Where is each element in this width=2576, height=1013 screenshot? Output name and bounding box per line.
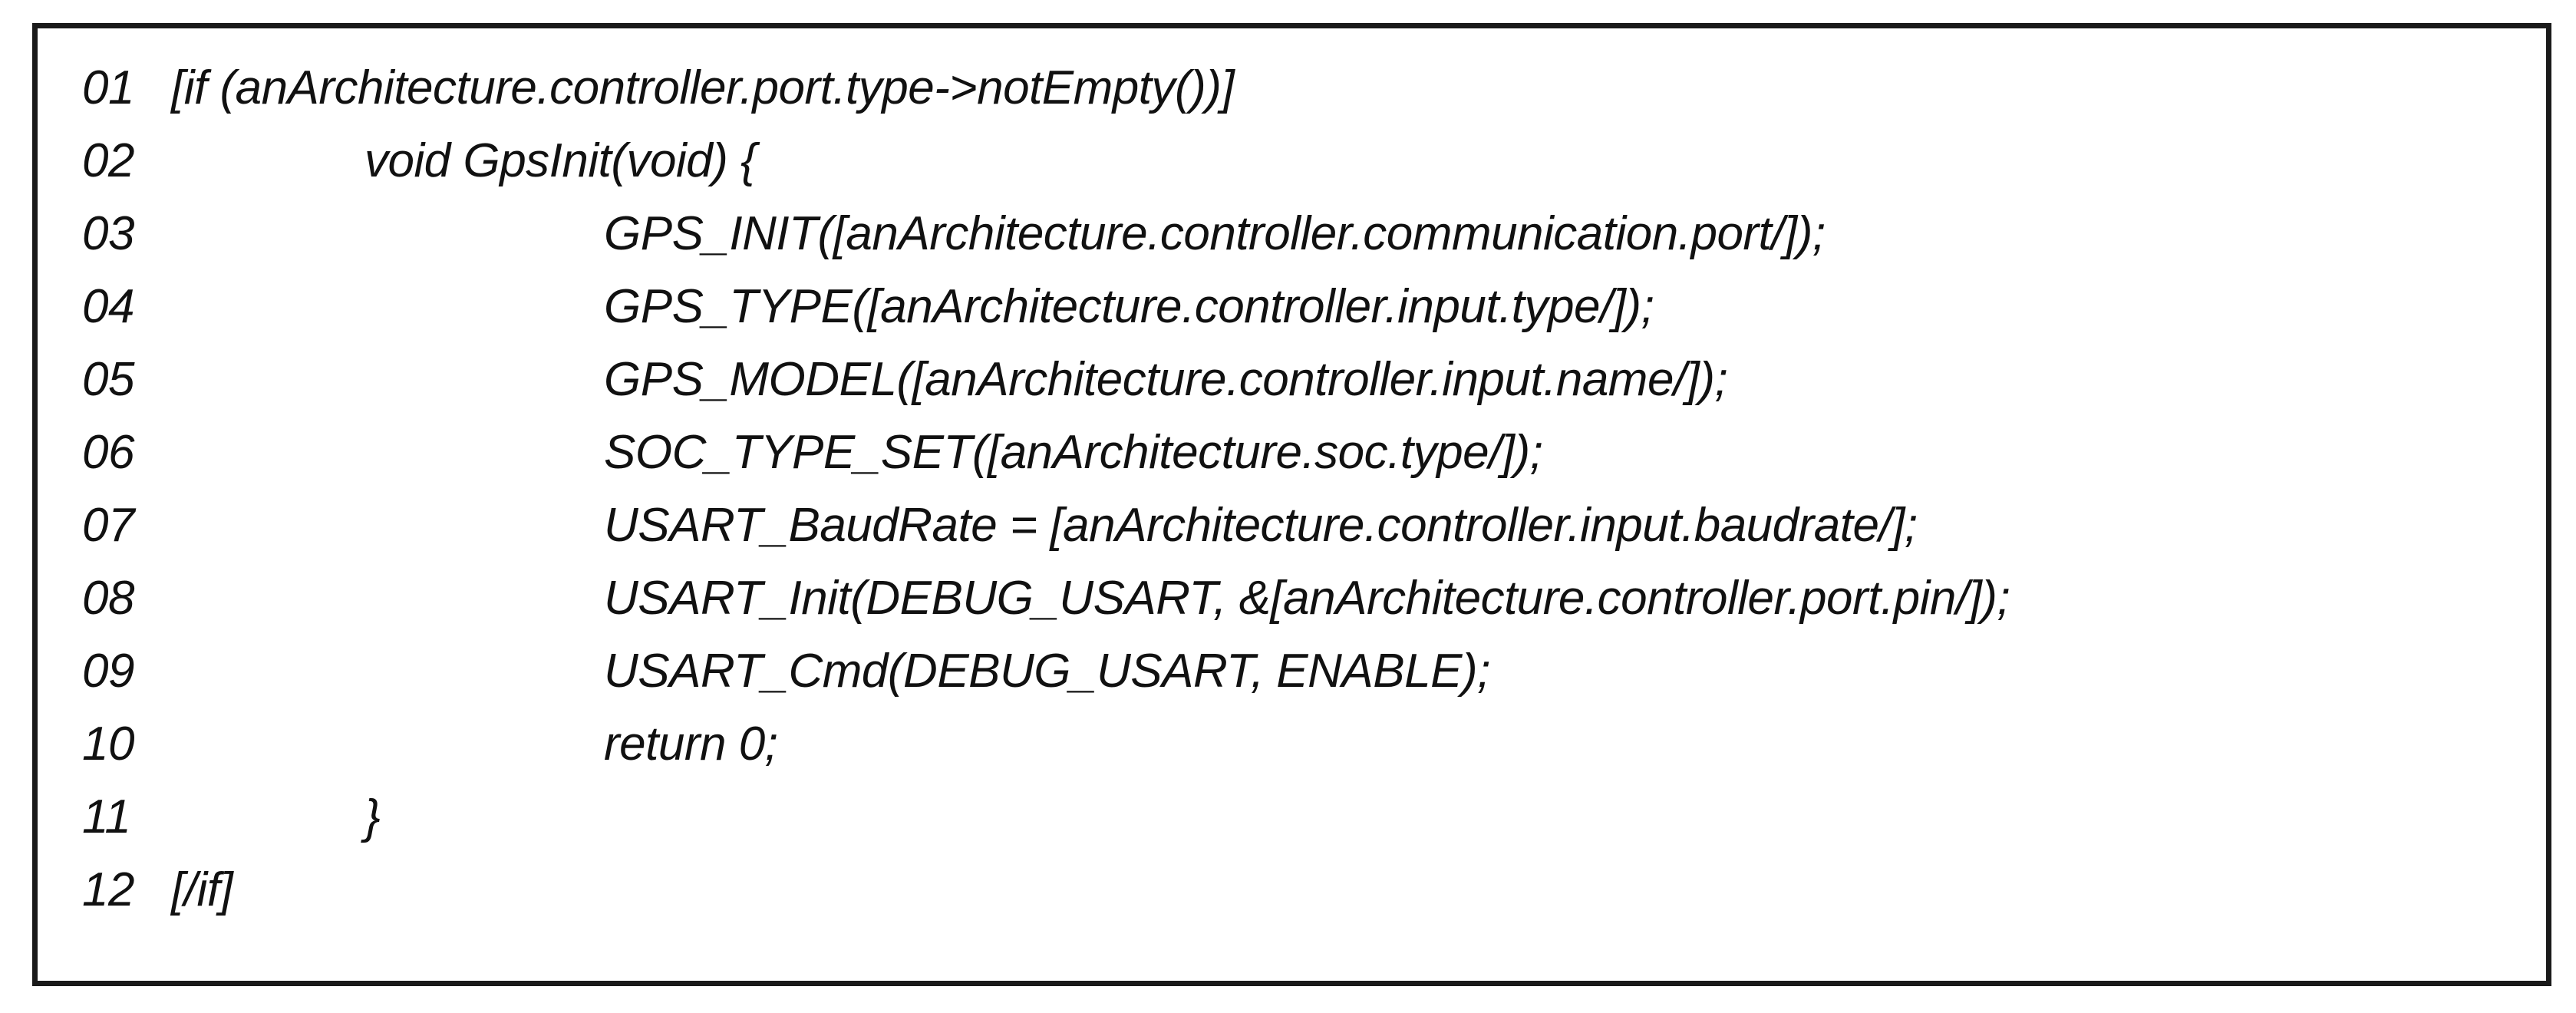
code-line: 01 [if (anArchitecture.controller.port.ty… — [82, 51, 2546, 124]
code-line-text: USART_Init(DEBUG_USART, &[anArchitecture… — [604, 572, 2010, 625]
code-line-number: 12 — [82, 863, 134, 916]
code-line: 03 GPS_INIT([anArchitecture.controller.co… — [82, 197, 2546, 270]
code-line-text: GPS_TYPE([anArchitecture.controller.inpu… — [604, 280, 1654, 333]
code-line-text: [/if] — [171, 863, 233, 916]
code-line-number: 09 — [82, 645, 134, 698]
code-line-number: 10 — [82, 718, 134, 770]
code-line: 02 void GpsInit(void) { — [82, 124, 2546, 197]
code-line-number: 04 — [82, 280, 134, 333]
code-line-number: 11 — [82, 790, 131, 843]
code-line: 05 GPS_MODEL([anArchitecture.controller.i… — [82, 343, 2546, 416]
code-line-number: 08 — [82, 572, 134, 625]
code-listing-body: 01 [if (anArchitecture.controller.port.ty… — [38, 28, 2546, 926]
code-line: 10 return 0; — [82, 708, 2546, 780]
code-line: 07 USART_BaudRate = [anArchitecture.contr… — [82, 489, 2546, 562]
code-line-number: 01 — [82, 61, 134, 114]
code-line: 06 SOC_TYPE_SET([anArchitecture.soc.type/… — [82, 416, 2546, 489]
code-line-number: 02 — [82, 134, 134, 187]
code-line-number: 05 — [82, 353, 134, 406]
code-line-text: GPS_MODEL([anArchitecture.controller.inp… — [604, 353, 1728, 406]
code-line-number: 07 — [82, 499, 134, 552]
code-line-text: USART_BaudRate = [anArchitecture.control… — [604, 499, 1918, 552]
code-line-text: [if (anArchitecture.controller.port.type… — [171, 61, 1235, 114]
code-line: 12 [/if] — [82, 853, 2546, 926]
code-line-number: 03 — [82, 207, 134, 260]
code-line-text: void GpsInit(void) { — [364, 134, 757, 187]
code-line-text: return 0; — [604, 718, 778, 770]
code-line-number: 06 — [82, 426, 134, 479]
code-line: 09 USART_Cmd(DEBUG_USART, ENABLE); — [82, 635, 2546, 708]
code-line-text: } — [364, 790, 381, 843]
code-line-text: SOC_TYPE_SET([anArchitecture.soc.type/])… — [604, 426, 1543, 479]
code-line: 08 USART_Init(DEBUG_USART, &[anArchitectu… — [82, 562, 2546, 635]
code-line-text: GPS_INIT([anArchitecture.controller.comm… — [604, 207, 1826, 260]
code-line: 04 GPS_TYPE([anArchitecture.controller.in… — [82, 270, 2546, 343]
code-line-text: USART_Cmd(DEBUG_USART, ENABLE); — [604, 645, 1490, 698]
code-listing-figure: 01 [if (anArchitecture.controller.port.ty… — [32, 23, 2551, 986]
code-line: 11} — [82, 780, 2546, 853]
